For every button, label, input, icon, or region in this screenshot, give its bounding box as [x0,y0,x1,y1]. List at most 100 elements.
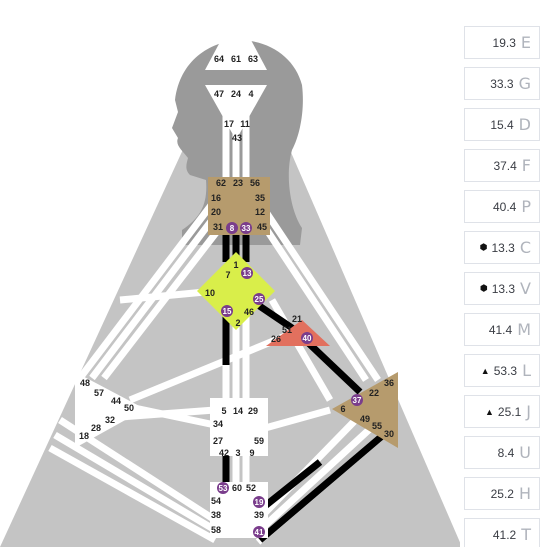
gate-label: 28 [91,423,101,433]
gate-label: 8 [230,224,235,233]
variable-value: 19.3 [492,35,516,50]
variable-letter: J [526,402,531,421]
variable-value: 41.2 [492,527,517,542]
gate-label: 25 [255,295,264,304]
gate-label: 32 [105,415,115,425]
variable-item[interactable]: 40.4 P [464,190,540,223]
gate-label: 22 [369,388,379,398]
heart-center [266,320,330,346]
gate-label: 56 [250,178,260,188]
gate-label: 1 [233,260,238,270]
gate-label: 35 [255,193,265,203]
gate-label: 2 [235,318,240,328]
variable-value: 13.3 [491,240,515,255]
sacral-center [210,398,268,456]
gate-label: 48 [80,378,90,388]
gate-label: 49 [360,414,370,424]
variable-letter: F [521,156,531,175]
gate-label: 42 [219,448,229,458]
head-center [205,12,267,70]
variable-value: 25.2 [490,486,514,501]
gate-circle [301,332,313,344]
gate-label: 12 [255,207,265,217]
variable-item[interactable]: 8.4 U [464,436,540,469]
throat-center [208,177,270,235]
gate-label: 7 [225,270,230,280]
variable-value: 33.3 [490,76,514,91]
gate-label: 63 [248,54,258,64]
gate-label: 38 [211,510,221,520]
gate-label: 14 [233,406,243,416]
triangle-icon: ▲ [480,365,490,376]
gate-label: 15 [223,307,232,316]
gate-label: 37 [353,396,362,405]
gate-label: 39 [254,510,264,520]
variable-item[interactable]: 33.3 G [464,67,540,100]
gate-label: 46 [244,307,254,317]
gate-label: 44 [111,396,121,406]
hexagon-icon: ⬢ [479,242,488,252]
gate-circle [253,293,265,305]
gate-label: 9 [249,448,254,458]
gate-label: 34 [213,419,223,429]
gate-label: 43 [232,133,242,143]
gate-label: 6 [340,404,345,414]
gate-label: 3 [235,448,240,458]
gate-label: 17 [224,119,234,129]
gate-label: 51 [282,325,292,335]
gate-label: 58 [211,525,221,535]
variable-letter: G [518,74,531,93]
gate-label: 45 [257,222,267,232]
variable-item[interactable]: 25.2 H [464,477,540,510]
gate-label: 64 [214,54,224,64]
variable-letter: P [521,197,531,216]
gate-label: 26 [271,334,281,344]
ajna-center [205,85,267,140]
variable-value: 8.4 [497,445,515,460]
gate-circle [221,305,233,317]
gate-label: 40 [303,334,312,343]
spleen-center [75,372,145,448]
gate-circle [253,526,265,538]
variable-letter: U [519,443,531,462]
variable-item[interactable]: 19.3 E [464,26,540,59]
variable-letter: H [518,484,531,503]
variable-letter: L [522,361,531,380]
gate-label: 54 [211,496,221,506]
gate-labels: 64 61 63 47 24 4 17 11 43 62 23 56 16 35… [79,54,394,535]
gate-label: 61 [231,54,241,64]
solar-center [332,372,398,448]
gate-label: 16 [211,193,221,203]
gate-label: 20 [211,207,221,217]
gate-label: 21 [292,314,302,324]
variable-item[interactable]: 41.2 T [464,518,540,547]
gate-label: 30 [384,429,394,439]
variable-item[interactable]: 37.4 F [464,149,540,182]
variable-value: 40.4 [492,199,517,214]
gate-label: 53 [219,484,228,493]
variable-value: 37.4 [493,158,517,173]
g-center [197,252,275,330]
gate-label: 10 [205,288,215,298]
variable-letter: V [520,279,531,298]
gate-label: 19 [255,498,264,507]
gate-circle [253,496,265,508]
gate-label: 13 [243,269,252,278]
gate-circle [351,394,363,406]
gate-label: 41 [255,528,264,537]
bodygraph-chart: 64 61 63 47 24 4 17 11 43 62 23 56 16 35… [0,12,460,547]
gate-label: 5 [221,406,226,416]
gate-label: 52 [246,483,256,493]
variable-letter: D [518,115,531,134]
variable-letter: T [521,525,531,544]
variable-letter: E [520,33,531,52]
gate-circle [241,267,253,279]
gate-label: 47 [214,89,224,99]
